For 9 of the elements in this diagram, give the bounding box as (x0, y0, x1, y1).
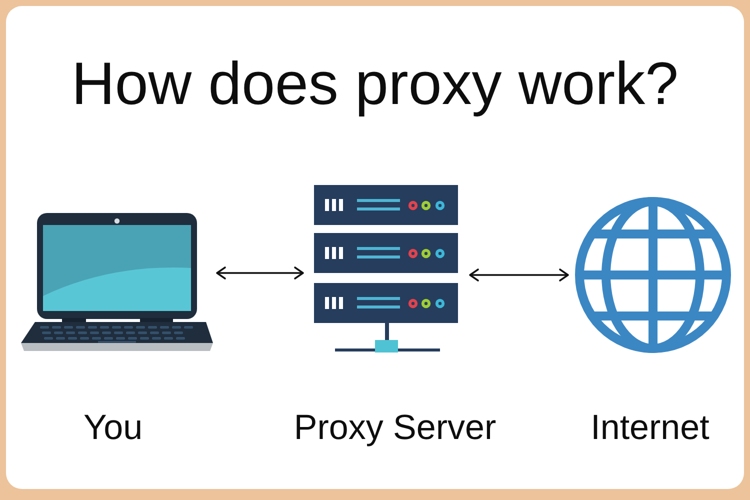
node-caption: Proxy Server (294, 410, 496, 445)
node-caption: You (83, 410, 143, 445)
server-rack-illustration (314, 185, 458, 353)
connector-arrow (216, 266, 304, 280)
connector-arrow (469, 268, 569, 282)
node-caption: Internet (590, 410, 710, 445)
globe-illustration (575, 197, 731, 353)
laptop-illustration (20, 212, 214, 353)
title: How does proxy work? (72, 54, 678, 114)
